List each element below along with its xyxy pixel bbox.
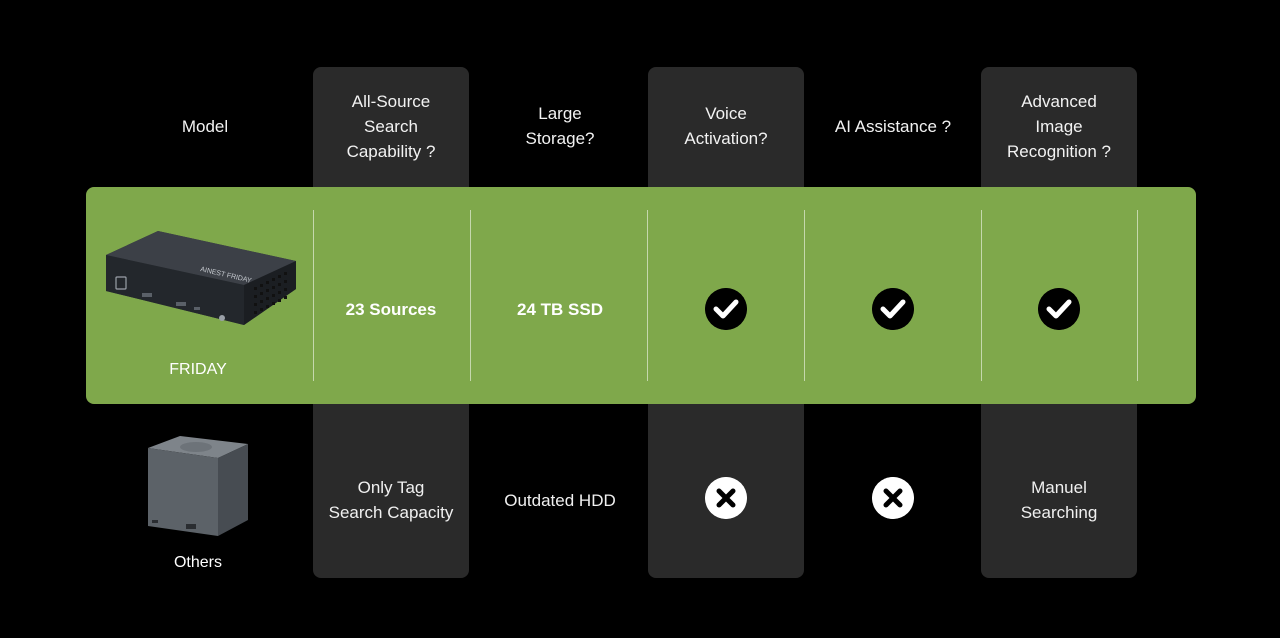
- others-label: Others: [173, 554, 222, 571]
- row-divider: [981, 210, 982, 381]
- others-ai-cell: [815, 477, 971, 519]
- header-image: Advanced Image Recognition ?: [1007, 91, 1111, 161]
- others-search-value: Only Tag Search Capacity: [328, 478, 454, 522]
- header-search: All-Source Search Capability ?: [346, 91, 436, 161]
- friday-voice-cell: [648, 288, 804, 330]
- row-divider: [647, 210, 648, 381]
- friday-device-image: AINEST FRIDAY: [106, 231, 296, 325]
- check-icon: [1038, 288, 1080, 330]
- header-ai: AI Assistance ?: [834, 116, 952, 136]
- friday-label: FRIDAY: [169, 361, 227, 378]
- cross-icon: [872, 477, 914, 519]
- row-divider: [313, 210, 314, 381]
- others-storage-value: Outdated HDD: [504, 490, 616, 510]
- friday-ai-cell: [815, 288, 971, 330]
- row-divider: [470, 210, 471, 381]
- others-voice-cell: [648, 477, 804, 519]
- header-model: Model: [181, 116, 229, 136]
- friday-search-value: 23 Sources: [345, 300, 437, 319]
- header-storage: Large Storage?: [525, 104, 595, 148]
- row-divider: [804, 210, 805, 381]
- header-voice: Voice Activation?: [684, 104, 768, 148]
- row-divider: [1137, 210, 1138, 381]
- friday-storage-value: 24 TB SSD: [517, 300, 603, 319]
- friday-image-cell: [981, 288, 1137, 330]
- cross-icon: [705, 477, 747, 519]
- check-icon: [705, 288, 747, 330]
- check-icon: [872, 288, 914, 330]
- others-device-image: [148, 436, 248, 536]
- others-image-value: Manuel Searching: [1020, 478, 1098, 522]
